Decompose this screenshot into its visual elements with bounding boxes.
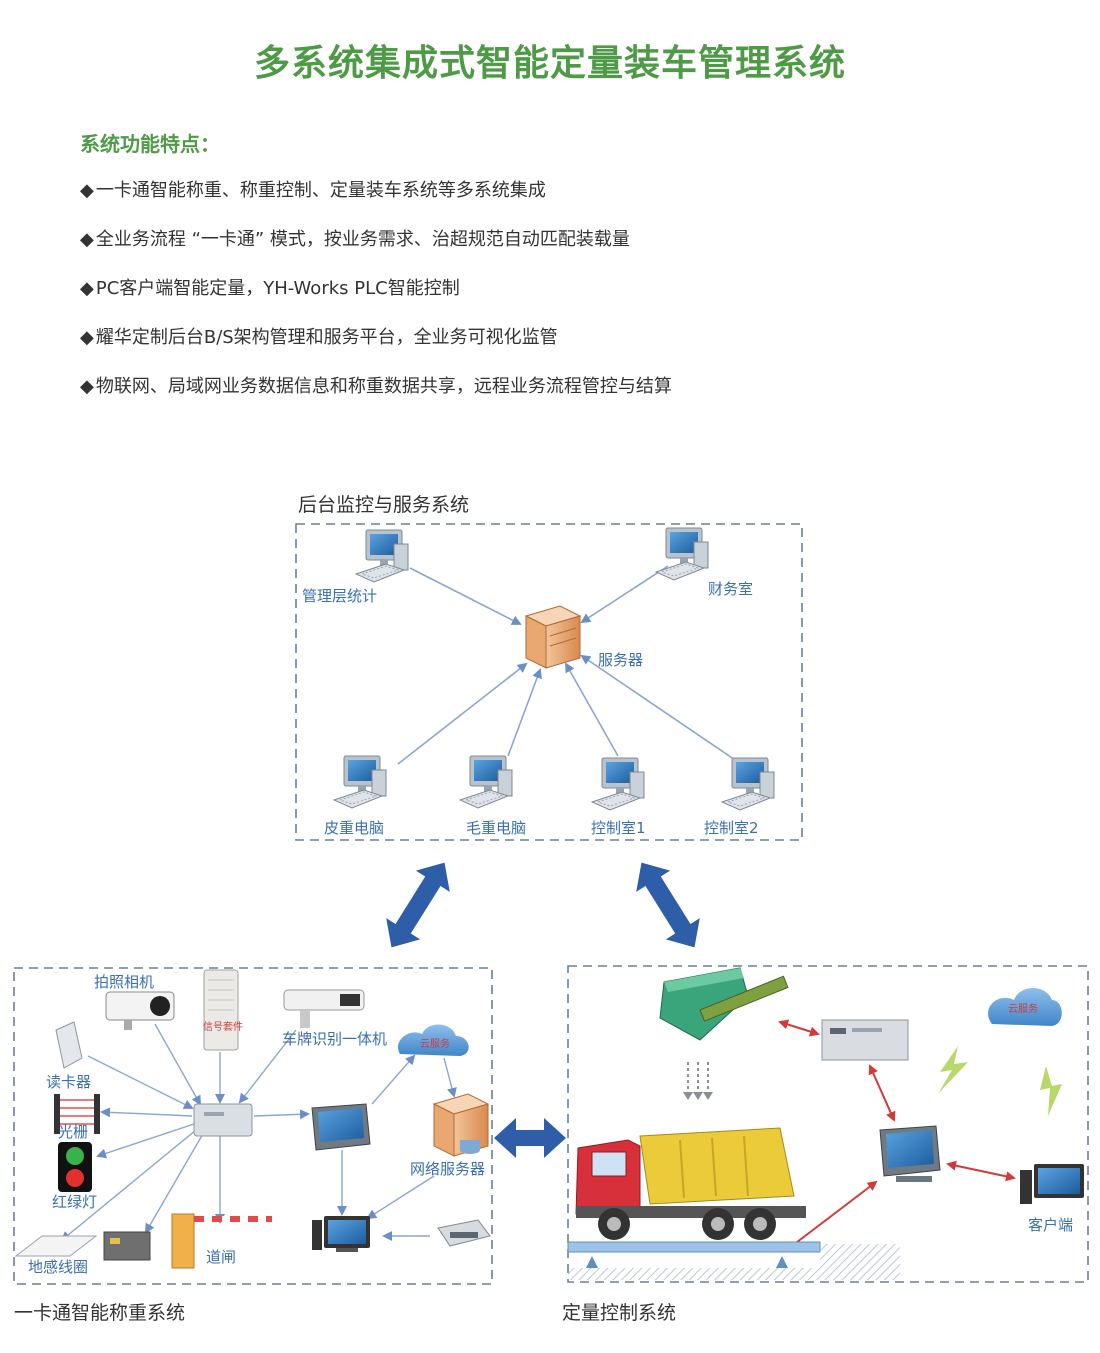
light-grating-icon (54, 1094, 100, 1134)
dump-truck-icon (575, 1127, 806, 1240)
wireless-signal-icon (1040, 1066, 1062, 1116)
cloud-icon: 云服务 (988, 988, 1062, 1026)
wireless-signal-icon (938, 1046, 968, 1094)
double-arrow-icon (494, 1118, 566, 1158)
label-tare-pc: 皮重电脑 (324, 819, 384, 837)
label-lpr: 车牌识别一体机 (282, 1030, 387, 1048)
double-arrow-icon (636, 862, 700, 948)
signal-kit-icon: 信号套件 (203, 969, 243, 1051)
label-reader: 读卡器 (46, 1073, 91, 1091)
label-ctrl1: 控制室1 (591, 819, 646, 837)
label-camera: 拍照相机 (94, 973, 154, 991)
cloud-icon: 云服务 (398, 1024, 469, 1056)
label-mgmt: 管理层统计 (302, 587, 377, 605)
label-cloud-weighing: 云服务 (420, 1037, 450, 1050)
printer-icon (437, 1219, 491, 1247)
loading-panel-title: 定量控制系统 (562, 1302, 677, 1324)
label-ctrl2: 控制室2 (704, 819, 759, 837)
feature-item: 物联网、局域网业务数据信息和称重数据共享，远程业务流程管控与结算 (80, 372, 672, 421)
label-gate: 道闸 (206, 1248, 236, 1266)
traffic-light-icon (58, 1142, 92, 1192)
card-reader-icon (55, 1021, 83, 1069)
touch-terminal-icon (311, 1103, 371, 1151)
feature-item: 耀华定制后台B/S架构管理和服务平台，全业务可视化监管 (80, 323, 672, 372)
lpr-camera-icon (283, 989, 365, 1028)
loop-detector-icon (103, 1231, 151, 1261)
label-ground-loop: 地感线圈 (28, 1258, 88, 1276)
controller-box-icon (193, 1103, 253, 1137)
weighing-panel-title: 一卡通智能称重系统 (14, 1302, 186, 1324)
client-pc-icon (1020, 1164, 1084, 1204)
weighing-panel-frame (13, 967, 493, 1285)
backend-panel-title: 后台监控与服务系统 (298, 494, 470, 516)
double-arrow-icon (386, 862, 450, 948)
page-title: 多系统集成式智能定量装车管理系统 (253, 43, 846, 84)
label-client: 客户端 (1028, 1216, 1073, 1234)
loading-panel-frame (567, 965, 1089, 1283)
label-finance: 财务室 (708, 580, 753, 598)
ground-loop-icon (14, 1235, 98, 1257)
feature-item: 一卡通智能称重、称重控制、定量装车系统等多系统集成 (80, 176, 672, 225)
weighbridge-icon (567, 1241, 900, 1280)
label-server: 服务器 (598, 651, 643, 669)
label-grating: 光栅 (58, 1123, 88, 1141)
feature-list: 一卡通智能称重、称重控制、定量装车系统等多系统集成 全业务流程 “一卡通” 模式… (80, 176, 672, 421)
desktop-pc-icon (312, 1216, 370, 1252)
backend-panel-frame (295, 523, 803, 841)
camera-icon (105, 991, 175, 1030)
label-signal-kit: 信号套件 (203, 1020, 243, 1033)
label-network-server: 网络服务器 (410, 1160, 485, 1178)
plc-controller-icon (821, 1019, 909, 1061)
label-cloud-loading: 云服务 (1008, 1002, 1038, 1015)
computer-icon (355, 529, 409, 583)
computer-icon (721, 757, 775, 811)
server-icon (524, 605, 582, 669)
computer-icon (591, 757, 645, 811)
features-heading: 系统功能特点： (80, 132, 220, 156)
loading-chute-icon (659, 967, 789, 1041)
network-server-icon (432, 1093, 490, 1157)
label-traffic-light: 红绿灯 (52, 1193, 97, 1211)
computer-icon (655, 527, 709, 581)
label-gross-pc: 毛重电脑 (466, 819, 526, 837)
computer-icon (333, 755, 387, 809)
barrier-gate-icon (171, 1213, 272, 1269)
touch-terminal-icon (879, 1125, 941, 1182)
computer-icon (459, 755, 513, 809)
feature-item: 全业务流程 “一卡通” 模式，按业务需求、治超规范自动匹配装载量 (80, 225, 672, 274)
feature-item: PC客户端智能定量，YH-Works PLC智能控制 (80, 274, 672, 323)
